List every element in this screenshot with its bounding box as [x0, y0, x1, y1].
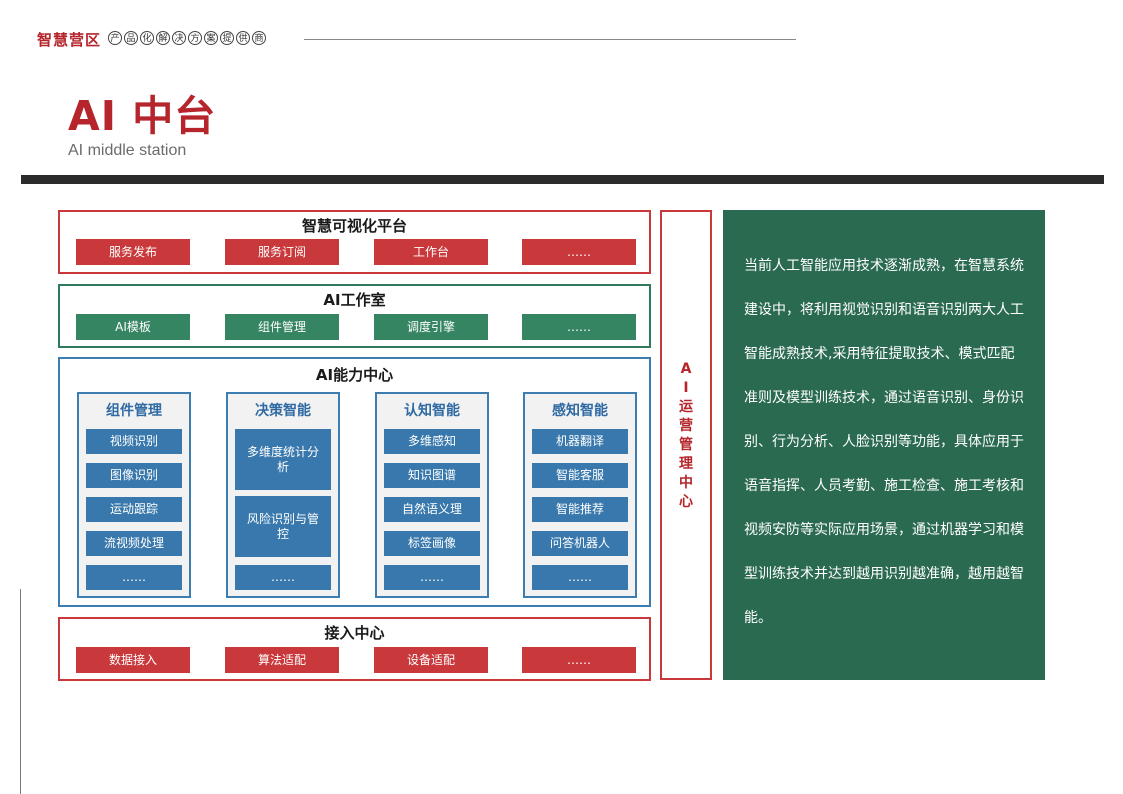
column-title: 组件管理 [106, 403, 162, 419]
studio-item: 组件管理 [225, 314, 339, 340]
slogan-char: 案 [204, 31, 218, 45]
capability-item: 多维度统计分析 [235, 429, 331, 490]
capability-item: 风险识别与管控 [235, 496, 331, 557]
studio-item: …… [522, 314, 636, 340]
slogan-char: 决 [172, 31, 186, 45]
slogan: 产 品 化 解 决 方 案 提 供 商 [108, 31, 266, 45]
margin-line [20, 589, 21, 794]
column-title: 认知智能 [404, 403, 460, 419]
visual-platform-panel: 智慧可视化平台 服务发布 服务订阅 工作台 …… [58, 210, 651, 274]
platform-item: 工作台 [374, 239, 488, 265]
capability-item: 知识图谱 [384, 463, 480, 488]
capability-column: 感知智能 机器翻译 智能客服 智能推荐 问答机器人 …… [523, 392, 637, 598]
description-text: 当前人工智能应用技术逐渐成熟，在智慧系统建设中，将利用视觉识别和语音识别两大人工… [744, 258, 1024, 626]
capability-item: 图像识别 [86, 463, 182, 488]
description-panel: 当前人工智能应用技术逐渐成熟，在智慧系统建设中，将利用视觉识别和语音识别两大人工… [723, 210, 1045, 680]
brand-name: 智慧营区 [37, 31, 102, 49]
capability-item: 自然语义理 [384, 497, 480, 522]
page-subtitle: AI middle station [68, 142, 187, 159]
access-center-title: 接入中心 [324, 624, 385, 642]
title-divider [21, 175, 1104, 184]
access-item: 算法适配 [225, 647, 339, 673]
capability-item: …… [235, 565, 331, 590]
ai-studio-title: AI工作室 [323, 291, 386, 309]
page-title: AI 中台 [68, 92, 217, 140]
capability-item: 机器翻译 [532, 429, 628, 454]
access-item: …… [522, 647, 636, 673]
capability-item: 多维感知 [384, 429, 480, 454]
capability-center-panel: AI能力中心 组件管理 视频识别 图像识别 运动跟踪 流视频处理 …… 决策智能… [58, 357, 651, 607]
capability-item: 流视频处理 [86, 531, 182, 556]
ai-studio-panel: AI工作室 AI模板 组件管理 调度引擎 …… [58, 284, 651, 348]
capability-item: 运动跟踪 [86, 497, 182, 522]
slogan-char: 产 [108, 31, 122, 45]
capability-item: …… [532, 565, 628, 590]
platform-item: 服务订阅 [225, 239, 339, 265]
column-title: 感知智能 [552, 403, 608, 419]
capability-item: …… [86, 565, 182, 590]
capability-column: 认知智能 多维感知 知识图谱 自然语义理 标签画像 …… [375, 392, 489, 598]
platform-item: 服务发布 [76, 239, 190, 265]
capability-item: 智能客服 [532, 463, 628, 488]
capability-item: 智能推荐 [532, 497, 628, 522]
visual-platform-title: 智慧可视化平台 [301, 217, 407, 235]
slogan-char: 商 [252, 31, 266, 45]
studio-item: 调度引擎 [374, 314, 488, 340]
slogan-char: 品 [124, 31, 138, 45]
capability-item: …… [384, 565, 480, 590]
platform-item: …… [522, 239, 636, 265]
access-center-panel: 接入中心 数据接入 算法适配 设备适配 …… [58, 617, 651, 681]
studio-item: AI模板 [76, 314, 190, 340]
slogan-char: 解 [156, 31, 170, 45]
capability-item: 标签画像 [384, 531, 480, 556]
capability-column: 组件管理 视频识别 图像识别 运动跟踪 流视频处理 …… [77, 392, 191, 598]
access-item: 设备适配 [374, 647, 488, 673]
slogan-char: 提 [220, 31, 234, 45]
capability-item: 视频识别 [86, 429, 182, 454]
slogan-char: 方 [188, 31, 202, 45]
capability-column: 决策智能 多维度统计分析 风险识别与管控 …… [226, 392, 340, 598]
slogan-char: 供 [236, 31, 250, 45]
slogan-char: 化 [140, 31, 154, 45]
access-item: 数据接入 [76, 647, 190, 673]
capability-center-title: AI能力中心 [315, 366, 394, 384]
capability-item: 问答机器人 [532, 531, 628, 556]
header-divider [304, 39, 796, 40]
column-title: 决策智能 [255, 403, 311, 419]
